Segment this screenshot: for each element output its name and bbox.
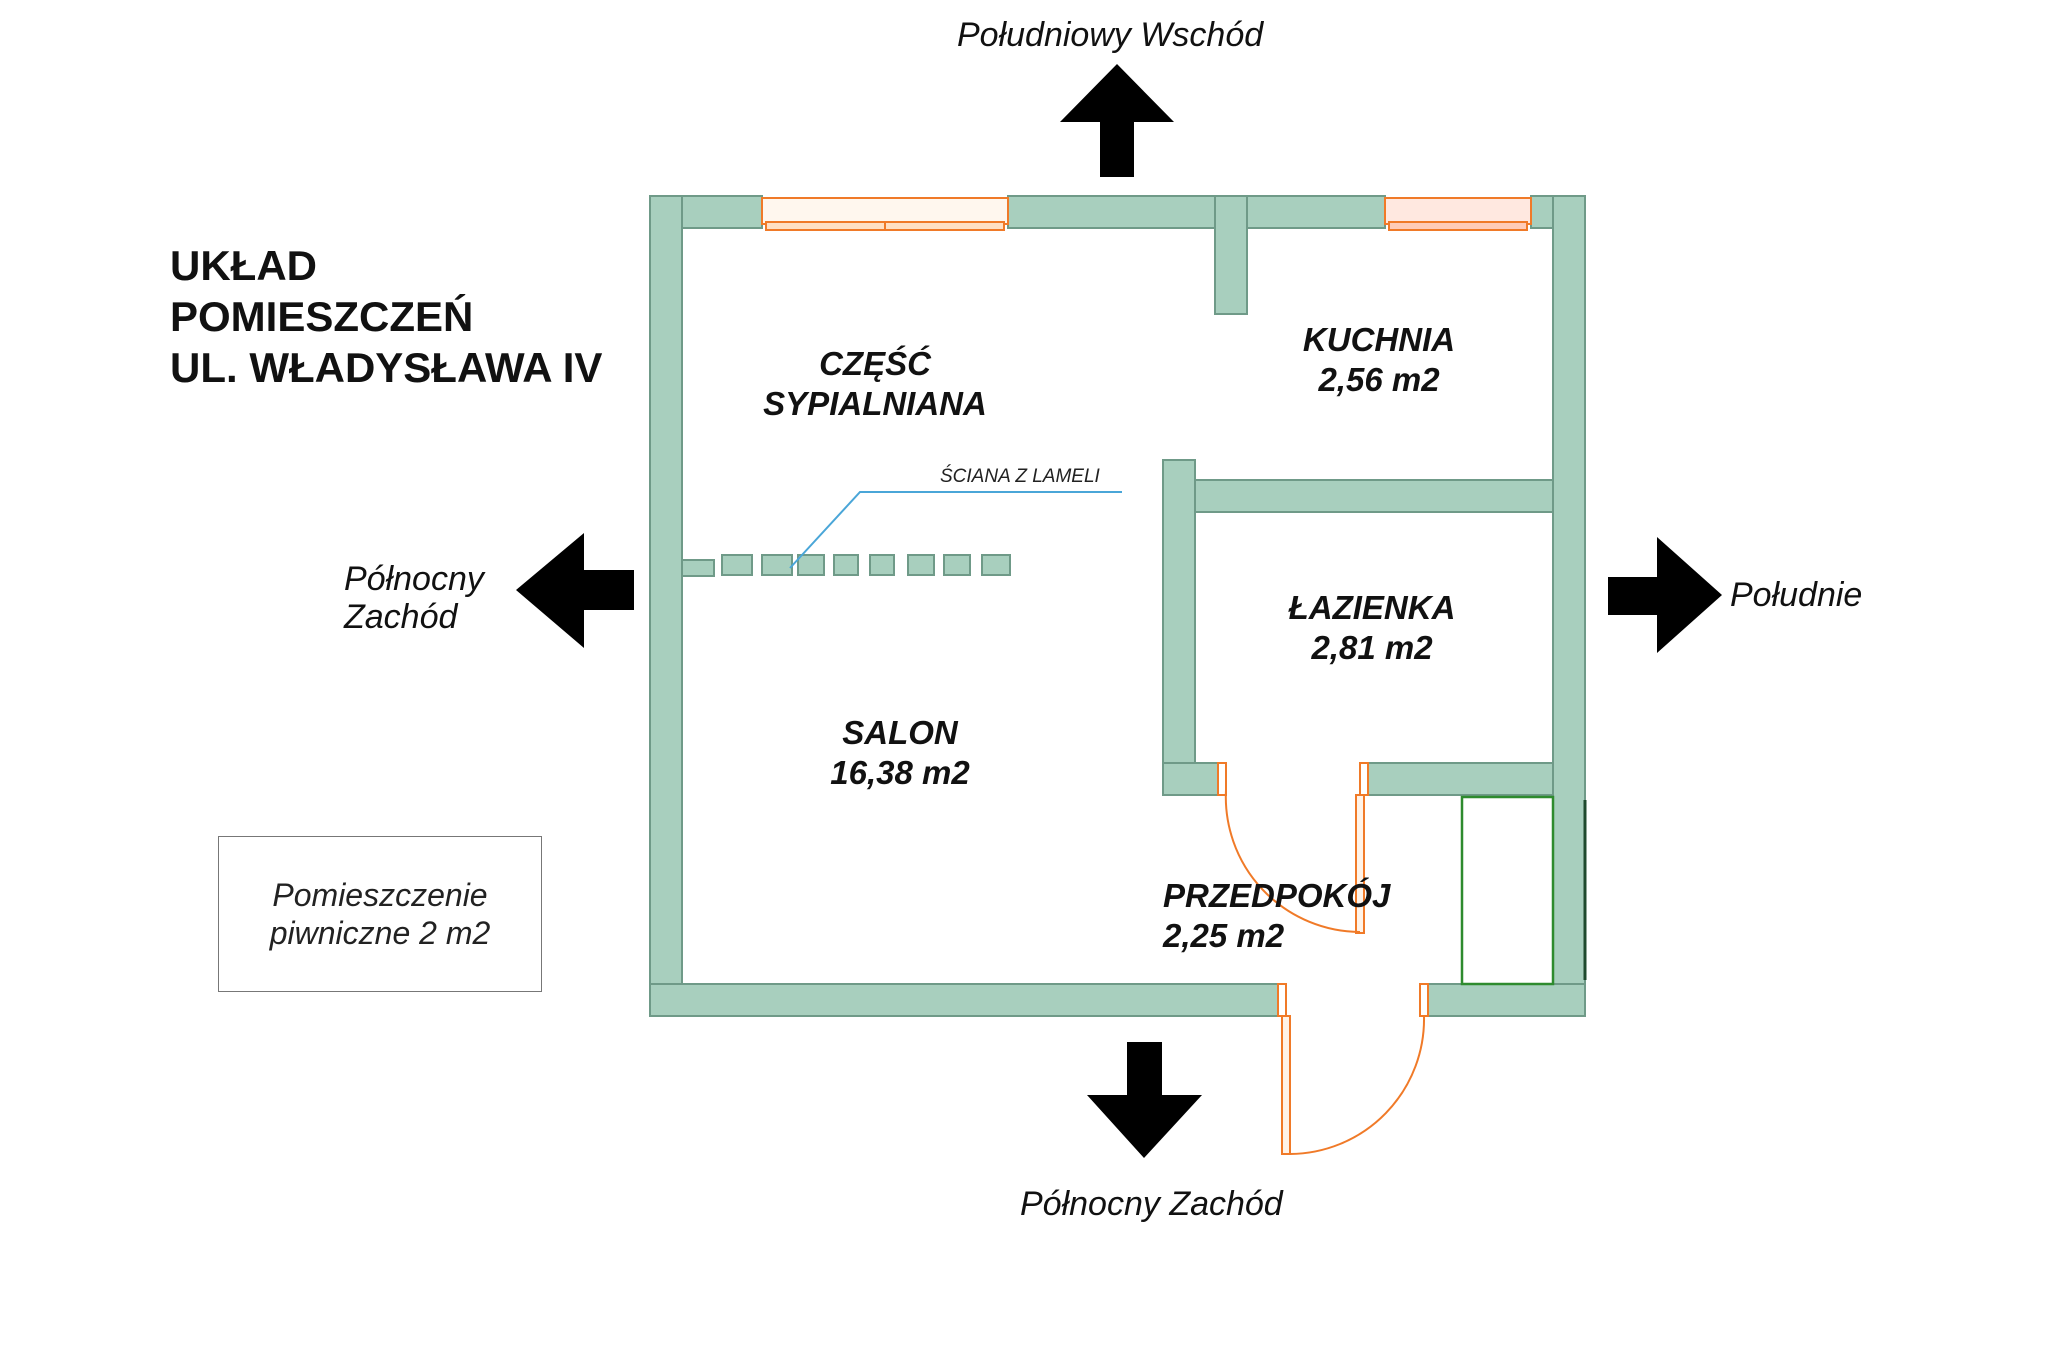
window-kitchen — [1384, 197, 1532, 231]
entrance-door-jamb-left — [1277, 983, 1287, 1017]
wall-lamella-stub — [681, 559, 715, 577]
plan-title-line-1: UKŁAD — [170, 242, 317, 289]
wall-bottom-left — [649, 983, 1279, 1017]
direction-top-label: Południowy Wschód — [957, 16, 1264, 54]
entrance-door-leaf — [1281, 1015, 1291, 1155]
room-bathroom-name: ŁAZIENKA — [1288, 589, 1456, 626]
room-living-area: 16,38 m2 — [830, 754, 970, 791]
room-hallway-name: PRZEDPOKÓJ — [1163, 877, 1391, 914]
direction-right-label: Południe — [1730, 576, 1863, 614]
arrow-right-icon — [1608, 537, 1722, 653]
window-bedroom — [761, 197, 1009, 231]
bathroom-door-leaf — [1355, 794, 1365, 934]
arrow-left-icon — [516, 533, 634, 648]
lamella-wall-label: ŚCIANA Z LAMELI — [940, 466, 1100, 487]
room-living-name: SALON — [842, 714, 958, 751]
direction-left-line-1: Północny — [344, 560, 484, 598]
room-bathroom-area: 2,81 m2 — [1311, 629, 1433, 666]
room-kitchen-name: KUCHNIA — [1302, 321, 1456, 358]
direction-left-line-2: Zachód — [344, 598, 458, 636]
lamella-wall — [721, 554, 1011, 576]
entrance-door-jamb-right — [1419, 983, 1429, 1017]
wardrobe — [1460, 795, 1587, 986]
basement-line-1: Pomieszczenie — [272, 877, 488, 913]
direction-bottom-label: Północny Zachód — [1020, 1185, 1283, 1223]
wall-bathroom-bottom-left — [1162, 762, 1219, 796]
bathroom-door-swing — [1224, 789, 1361, 933]
room-label-sleeping: CZĘŚĆ SYPIALNIANA — [755, 344, 995, 424]
wall-top-middle — [1007, 195, 1386, 229]
direction-left-label: Północny Zachód — [344, 560, 484, 636]
walls — [649, 195, 1586, 1017]
windows — [761, 197, 1532, 231]
plan-title-line-3: UL. WŁADYSŁAWA IV — [170, 344, 603, 391]
wall-kitchen-stub — [1214, 195, 1248, 315]
room-label-sleeping-line-1: CZĘŚĆ — [819, 345, 931, 382]
plan-title: UKŁAD POMIESZCZEŃ UL. WŁADYSŁAWA IV — [170, 240, 602, 393]
room-hallway-area: 2,25 m2 — [1163, 917, 1285, 954]
arrow-up-icon — [1060, 64, 1174, 177]
room-label-sleeping-line-2: SYPIALNIANA — [763, 385, 987, 422]
room-label-hallway: PRZEDPOKÓJ 2,25 m2 — [1163, 876, 1390, 956]
room-label-living: SALON 16,38 m2 — [810, 713, 990, 793]
wall-bathroom-bottom-right — [1367, 762, 1554, 796]
bathroom-door-jamb-right — [1359, 762, 1369, 796]
wall-bathroom-top — [1162, 479, 1554, 513]
basement-box: Pomieszczenie piwniczne 2 m2 — [218, 836, 542, 992]
wall-bottom-right — [1427, 983, 1586, 1017]
entrance-door-swing — [1289, 1015, 1426, 1155]
arrow-down-icon — [1087, 1042, 1202, 1158]
bathroom-door-jamb-left — [1217, 762, 1227, 796]
room-kitchen-area: 2,56 m2 — [1318, 361, 1440, 398]
wall-left — [649, 195, 683, 1017]
leader-line — [789, 491, 1122, 569]
wall-right — [1552, 195, 1586, 1017]
room-label-kitchen: KUCHNIA 2,56 m2 — [1284, 320, 1474, 400]
doors — [1217, 762, 1429, 1155]
direction-arrows — [516, 64, 1722, 1158]
wall-bathroom-left — [1162, 459, 1196, 796]
basement-line-2: piwniczne 2 m2 — [269, 915, 491, 951]
room-label-bathroom: ŁAZIENKA 2,81 m2 — [1272, 588, 1472, 668]
plan-title-line-2: POMIESZCZEŃ — [170, 293, 474, 340]
